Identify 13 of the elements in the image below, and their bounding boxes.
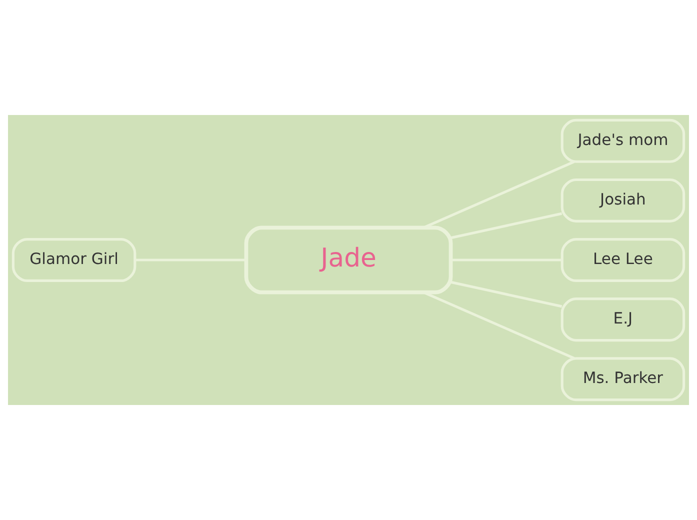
connector <box>423 160 575 229</box>
node-box: Josiah <box>560 178 686 222</box>
node-box: Jade <box>244 226 453 294</box>
connector <box>451 258 562 262</box>
connector <box>450 280 562 308</box>
node-box: Lee Lee <box>560 238 686 282</box>
connector <box>450 212 562 240</box>
node-box: Ms. Parker <box>560 357 686 402</box>
connector <box>135 258 246 262</box>
node-box: Jade's mom <box>560 118 686 163</box>
connector <box>423 291 575 360</box>
node-box: Glamor Girl <box>12 238 136 282</box>
node-box: E.J <box>560 298 686 342</box>
